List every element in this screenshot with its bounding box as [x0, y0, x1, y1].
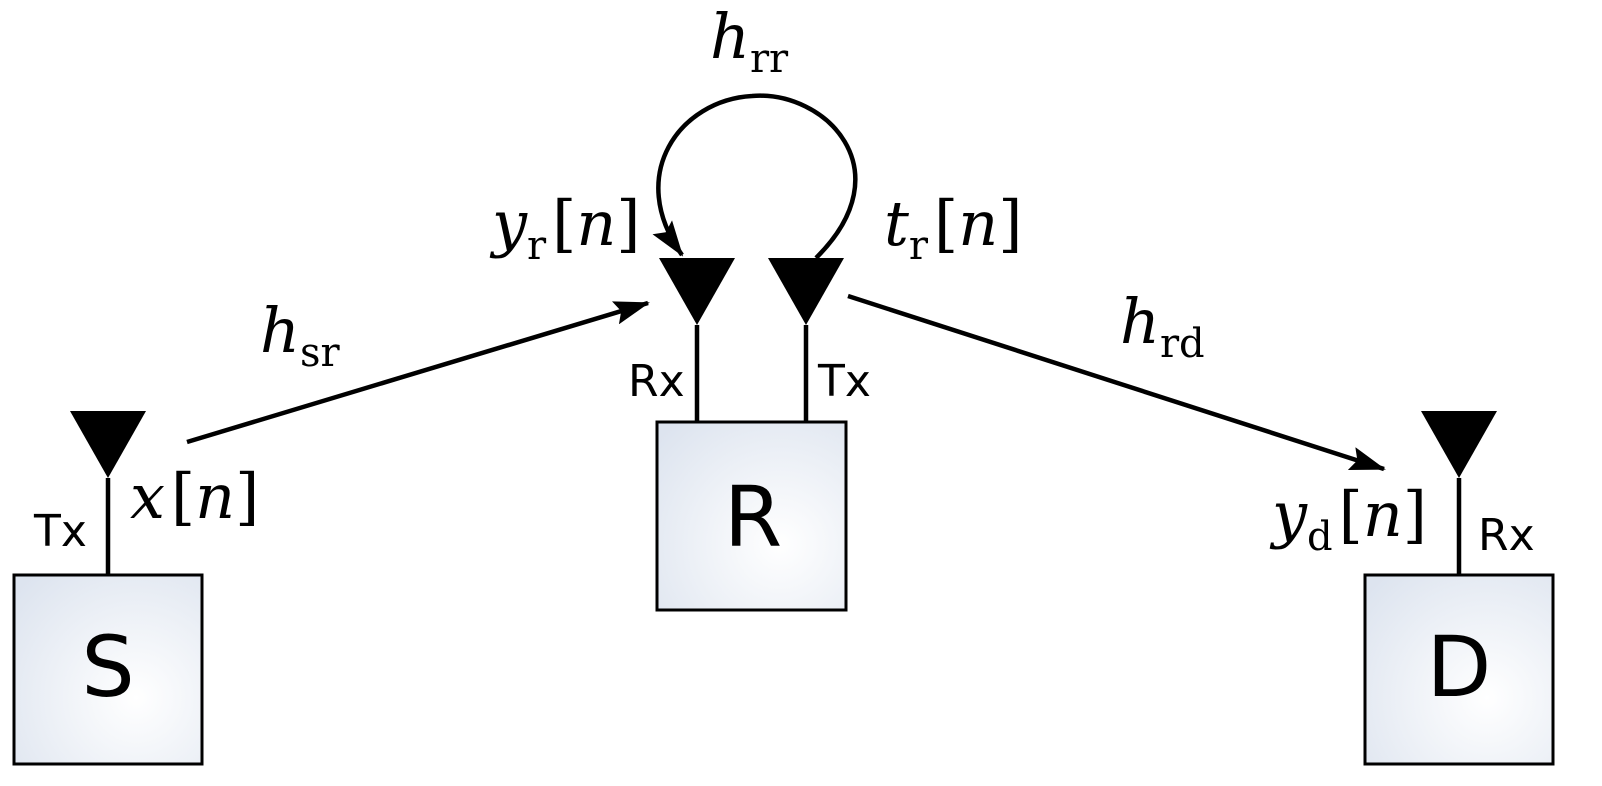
channel-hsr: hsr: [260, 294, 340, 376]
link-relay-destination: [847, 293, 1386, 472]
signal-yd: yd[n]: [1269, 478, 1427, 560]
relay-rx-port-label: Rx: [628, 356, 685, 407]
relay-node: R Rx Tx: [628, 258, 871, 612]
link-source-relay: [186, 300, 650, 445]
destination-antenna-icon: [1421, 411, 1497, 478]
source-label: S: [81, 618, 134, 716]
source-box: [12, 573, 204, 766]
destination-port-label: Rx: [1478, 510, 1535, 561]
relay-rx-antenna-icon: [659, 258, 735, 325]
source-node: S Tx: [12, 411, 204, 766]
source-port-label: Tx: [33, 506, 87, 557]
destination-label: D: [1427, 618, 1492, 716]
self-interference-loop: [652, 93, 858, 260]
source-antenna-icon: [70, 411, 146, 478]
channel-hrr: hrr: [710, 0, 789, 82]
channel-hrd: hrd: [1120, 285, 1205, 367]
relay-tx-antenna-icon: [768, 258, 844, 325]
destination-box: [1363, 573, 1555, 766]
signal-x: x[n]: [130, 460, 259, 533]
relay-tx-port-label: Tx: [817, 356, 871, 407]
relay-label: R: [724, 468, 782, 566]
relay-box: [655, 420, 848, 612]
signal-tr: tr[n]: [884, 187, 1022, 269]
destination-node: D Rx: [1363, 411, 1555, 766]
signal-yr: yr[n]: [489, 187, 641, 269]
